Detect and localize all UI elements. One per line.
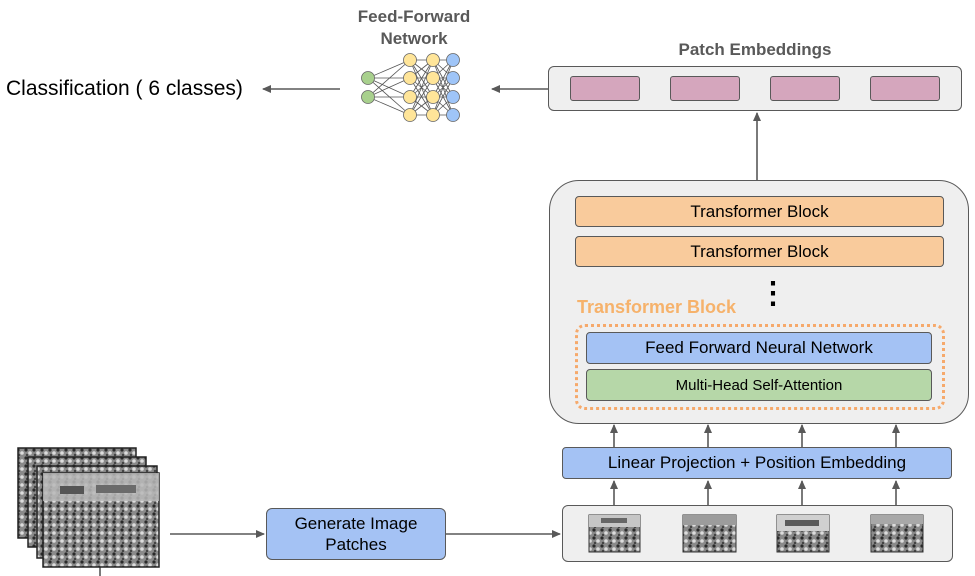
nn-node-output-4 [446,108,460,122]
input-patch-2 [682,514,737,553]
patch-embedding-1 [570,76,640,101]
input-patch-4 [870,514,924,553]
classroom-photo-icon [588,514,924,553]
patch-embeddings-title: Patch Embeddings [678,40,832,59]
stacked-classroom-photos-icon [17,447,160,568]
nn-node-output-1 [446,53,460,67]
nn-node-hidden1-3 [403,90,417,104]
nn-node-hidden1-1 [403,53,417,67]
arrows [99,85,900,576]
nn-node-hidden2-1 [426,53,440,67]
generate-patches-line2: Patches [325,535,387,554]
nn-node-hidden1-2 [403,71,417,85]
nn-node-output-3 [446,90,460,104]
transformer-detail-label: Transformer Block [577,297,737,317]
ffn-title: Feed-Forward Network [330,6,498,50]
neural-network-icon [361,53,460,122]
nn-node-hidden2-3 [426,90,440,104]
patch-embeddings-container [548,66,962,111]
transformer-detail-dotted-border [575,324,945,410]
ffnn-box: Feed Forward Neural Network [586,332,932,364]
ffn-title-line2: Network [380,29,448,48]
nn-connections [367,59,454,116]
linear-projection-box: Linear Projection + Position Embedding [562,447,952,479]
patch-embedding-2 [670,76,740,101]
generate-patches-box: Generate Image Patches [266,508,446,560]
generate-patches-line1: Generate Image [294,514,418,533]
nn-node-hidden1-4 [403,108,417,122]
input-patch-1 [588,514,641,553]
classification-label: Classification ( 6 classes) [6,77,243,100]
transformer-block-1: Transformer Block [575,196,944,227]
mhsa-box: Multi-Head Self-Attention [586,369,932,401]
input-patch-3 [776,514,830,553]
nn-node-hidden2-2 [426,71,440,85]
patch-embedding-4 [870,76,940,101]
ffn-title-line1: Feed-Forward [357,7,471,26]
nn-node-input-2 [361,90,375,104]
transformer-block-2: Transformer Block [575,236,944,267]
nn-node-input-1 [361,71,375,85]
nn-node-output-2 [446,71,460,85]
patch-embedding-3 [770,76,840,101]
nn-node-hidden2-4 [426,108,440,122]
